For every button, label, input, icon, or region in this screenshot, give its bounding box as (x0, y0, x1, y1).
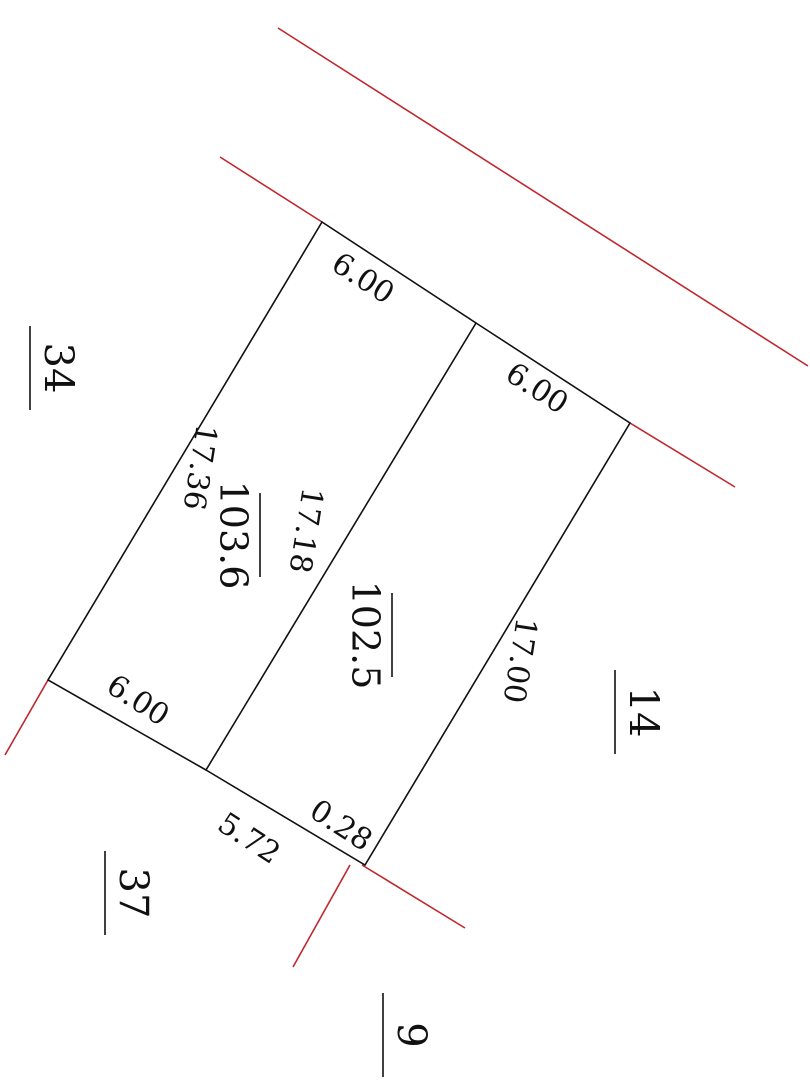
parcel-37-label: 37 (104, 851, 156, 935)
plot1-right-length: 17.18 (281, 485, 329, 575)
plot1-area-label: 103.6 (212, 481, 261, 590)
parcel-34-label: 34 (29, 326, 81, 410)
road-lines (4, 27, 809, 968)
parcel-34: 34 (35, 343, 81, 394)
parcel-14-label: 14 (614, 670, 666, 754)
plot2-area: 102.5 (344, 581, 388, 690)
plot2-bottom-length-a: 5.72 (211, 806, 286, 872)
parcel-37: 37 (110, 868, 156, 919)
plot-102-5-boundary (205, 322, 632, 867)
plot2-top-length: 6.00 (499, 356, 574, 422)
plot1-top-length: 6.00 (325, 246, 400, 312)
plot-area-labels: 103.6 102.5 (212, 481, 393, 690)
road-line-lower-left (4, 679, 49, 756)
road-line-top (277, 27, 809, 367)
neighbor-parcel-labels: 34 14 37 9 (29, 326, 666, 1077)
parcel-9: 9 (388, 1022, 434, 1047)
plot2-area-label: 102.5 (344, 581, 393, 690)
plot1-bottom-length: 6.00 (100, 668, 175, 734)
plot-boundaries (46, 220, 632, 867)
road-line-upper-left (219, 156, 323, 223)
plot2-right-length: 17.00 (495, 615, 543, 705)
parcel-14: 14 (620, 687, 666, 738)
road-line-upper-right (629, 422, 736, 488)
road-line-bottom (292, 864, 351, 968)
plot2-bottom-length-b: 0.28 (303, 793, 378, 859)
dimension-labels: 6.00 17.36 17.18 6.00 6.00 17.00 5.72 0.… (100, 246, 574, 872)
parcel-9-label: 9 (382, 993, 434, 1077)
road-line-lower-right (361, 864, 466, 929)
plot1-area: 103.6 (212, 481, 256, 590)
